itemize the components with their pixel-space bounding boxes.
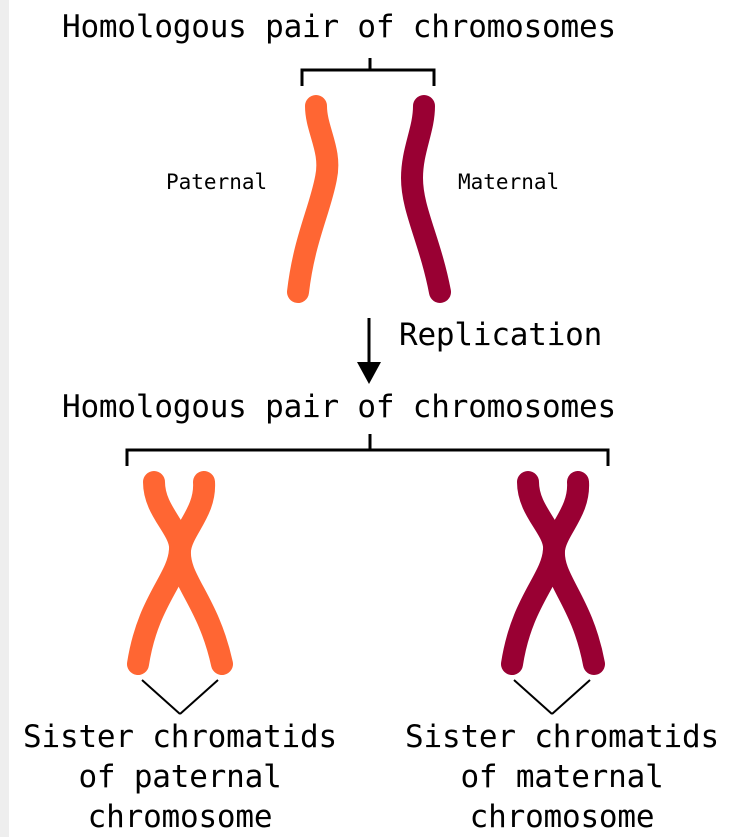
- top-bracket: [302, 58, 434, 86]
- paternal-caption-line-2: of paternal: [8, 762, 352, 793]
- paternal-sister-chromatids: [138, 482, 222, 664]
- maternal-caption-line-3: chromosome: [390, 802, 734, 833]
- paternal-caption-line-1: Sister chromatids: [8, 722, 352, 753]
- paternal-caption-line-3: chromosome: [8, 802, 352, 833]
- replication-label: Replication: [399, 320, 602, 351]
- top-title: Homologous pair of chromosomes: [62, 12, 616, 43]
- paternal-pointer-lines: [142, 680, 218, 714]
- maternal-caption-line-1: Sister chromatids: [390, 722, 734, 753]
- maternal-label: Maternal: [458, 172, 559, 193]
- paternal-chromosome-top: [298, 106, 327, 292]
- paternal-label: Paternal: [166, 172, 267, 193]
- bottom-title: Homologous pair of chromosomes: [62, 392, 616, 423]
- maternal-pointer-lines: [514, 680, 590, 714]
- replication-arrow: [357, 318, 381, 384]
- maternal-sister-chromatids: [512, 482, 594, 664]
- maternal-caption-line-2: of maternal: [390, 762, 734, 793]
- bottom-bracket: [127, 434, 608, 466]
- maternal-chromosome-top: [412, 106, 440, 292]
